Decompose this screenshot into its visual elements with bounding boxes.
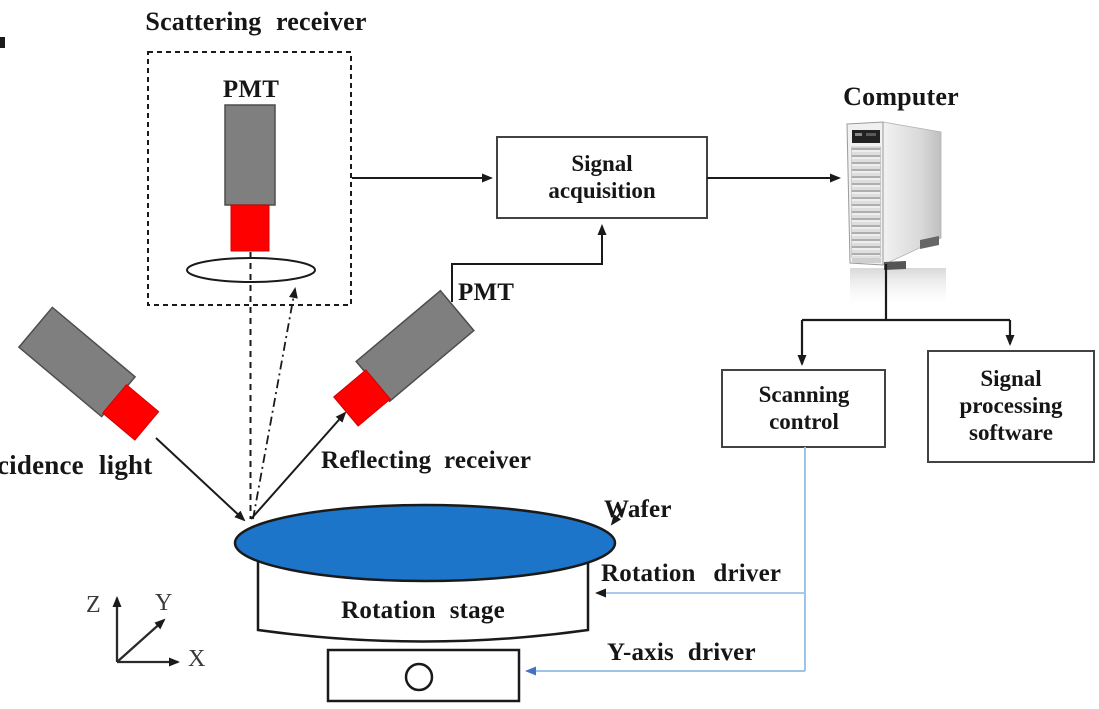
scattering-receiver-dashed-box bbox=[147, 51, 352, 306]
pmt-scattering-label: PMT bbox=[222, 76, 280, 103]
x-axis-label: X bbox=[188, 646, 206, 672]
reflecting-receiver-label: Reflecting receiver bbox=[321, 447, 532, 474]
signal-processing-software-box bbox=[927, 350, 1095, 463]
base-axle-circle bbox=[404, 662, 434, 692]
signal-processing-software-label: Signal processing software bbox=[959, 366, 1063, 445]
reflecting-receiver-window bbox=[332, 369, 392, 427]
reflecting-pmt-to-signal-acquisition-line bbox=[451, 224, 607, 302]
scattering-pmt-window bbox=[230, 204, 270, 252]
scanning-control-label: Scanning control bbox=[758, 381, 850, 434]
reflected-beam-arrow bbox=[250, 411, 347, 520]
incidence-light-emitter bbox=[101, 384, 160, 441]
rotation-driver-label: Rotation driver bbox=[601, 560, 782, 587]
edge-cropped-mark bbox=[0, 37, 5, 48]
wafer-label: Wafer bbox=[604, 496, 672, 523]
z-axis-label: Z bbox=[86, 592, 101, 618]
scanning-control-box bbox=[721, 369, 886, 448]
scattering-receiver-label: Scattering receiver bbox=[145, 7, 367, 36]
scattering-pmt-body bbox=[224, 104, 276, 206]
coordinate-axes bbox=[112, 596, 180, 667]
rotation-stage-label: Rotation stage bbox=[341, 597, 505, 624]
y-axis-driver-label: Y-axis driver bbox=[607, 639, 756, 666]
wafer-disk bbox=[233, 503, 617, 583]
signal-acquisition-box bbox=[496, 136, 708, 219]
scattered-light-dashdot-line bbox=[252, 287, 298, 520]
y-axis-label: Y bbox=[155, 590, 173, 616]
computer-label: Computer bbox=[843, 82, 959, 111]
incidence-light-label: cidence light bbox=[0, 450, 153, 480]
pmt-reflecting-label: PMT bbox=[458, 279, 515, 306]
computer-tower bbox=[846, 121, 946, 310]
y-axis-arrow bbox=[116, 618, 166, 663]
signal-acquisition-label: Signal acquisition bbox=[548, 150, 656, 203]
wafer-pointer-arrow bbox=[610, 507, 625, 526]
incidence-beam-arrow bbox=[155, 437, 246, 522]
